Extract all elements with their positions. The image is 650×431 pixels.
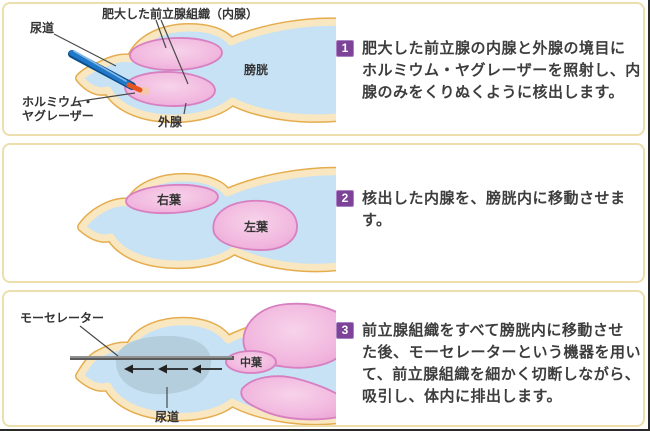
step-text-line: す。	[362, 212, 392, 229]
label-laser-line1: ホルミウム・	[22, 95, 94, 109]
step-3-panel: モーセレーター 中葉 尿道 3 前立腺組織をすべて膀胱内に移動させ た後、モーセ…	[2, 290, 645, 427]
label-bladder: 膀胱	[243, 62, 268, 77]
label-laser-line2: ヤグレーザー	[22, 108, 94, 123]
step-2-illustration: 右葉 左葉	[4, 145, 336, 281]
step-2-panel: 右葉 左葉 2 核出した内腺を、膀胱内に移動させま す。	[2, 143, 645, 283]
leader-lines	[79, 325, 168, 408]
label-hypertrophied-tissue: 肥大した前立腺組織（内腺）	[102, 6, 258, 21]
step-text-line: て、前立腺組織を細かく切断しながら、	[362, 366, 641, 383]
step-3-illustration: モーセレーター 中葉 尿道	[4, 292, 336, 425]
label-left-lobe: 左葉	[243, 219, 269, 234]
inner-gland-lobes	[124, 37, 223, 107]
inner-gland-upper-lobe	[129, 37, 223, 71]
prostate-capsule-and-bladder	[77, 166, 336, 273]
step-1-description: 肥大した前立腺の内腺と外腺の境目に ホルミウム・ヤグレーザーを照射し、内 腺のみ…	[362, 38, 641, 134]
right-lobe-shape	[125, 183, 219, 215]
enucleated-lobes-diagram: 右葉 左葉	[77, 166, 336, 273]
step-2-text-block: 2 核出した内腺を、膀胱内に移動させま す。	[336, 145, 643, 281]
step-1-illustration: 肥大した前立腺組織（内腺） 尿道 膀胱 ホルミウム・ ヤグレーザー 外腺	[4, 4, 336, 134]
inner-gland-lower-lobe	[124, 71, 216, 107]
step-text-line: 腺のみをくりぬくように核出します。	[362, 84, 625, 101]
left-lobe-shape	[212, 199, 298, 251]
step-text-line: 肥大した前立腺の内腺と外腺の境目に	[362, 40, 626, 57]
step-3-text-block: 3 前立腺組織をすべて膀胱内に移動させ た後、モーセレーターという機器を用い て…	[336, 292, 643, 425]
label-middle-lobe: 中葉	[240, 355, 263, 369]
step-1-panel: 肥大した前立腺組織（内腺） 尿道 膀胱 ホルミウム・ ヤグレーザー 外腺 1 肥…	[2, 2, 645, 136]
tissue-in-bladder	[225, 302, 336, 421]
prostate-capsule-and-bladder	[75, 17, 336, 124]
prostate-laser-diagram: 肥大した前立腺組織（内腺） 尿道 膀胱 ホルミウム・ ヤグレーザー 外腺	[22, 6, 336, 129]
step-1-number-badge: 1	[336, 40, 354, 57]
step-text-line: 吸引し、体内に排出します。	[362, 388, 563, 405]
step-3-number-badge: 3	[336, 322, 354, 339]
step-1-text-block: 1 肥大した前立腺の内腺と外腺の境目に ホルミウム・ヤグレーザーを照射し、内 腺…	[336, 4, 643, 134]
leader-lines	[53, 19, 189, 115]
step-2-number-badge: 2	[336, 190, 354, 207]
laser-tip	[126, 82, 143, 93]
label-right-lobe: 右葉	[156, 192, 182, 207]
label-outer-gland: 外腺	[158, 114, 183, 129]
label-urethra: 尿道	[30, 20, 54, 35]
label-urethra: 尿道	[155, 409, 179, 424]
step-text-line: た後、モーセレーターという機器を用い	[362, 344, 642, 361]
morcellation-diagram: モーセレーター 中葉 尿道	[20, 302, 336, 425]
step-2-description: 核出した内腺を、膀胱内に移動させま す。	[362, 188, 626, 281]
step-text-line: 核出した内腺を、膀胱内に移動させま	[362, 190, 626, 207]
urethra-cavity-shape	[116, 335, 212, 395]
middle-lobe-shape	[225, 350, 277, 374]
morcellator-rod	[70, 356, 234, 360]
label-morcellator: モーセレーター	[20, 311, 104, 325]
holmium-laser-scope	[68, 50, 150, 95]
tissue-lower-blob	[240, 375, 336, 421]
step-text-line: 前立腺組織をすべて膀胱内に移動させ	[362, 322, 624, 339]
step-3-description: 前立腺組織をすべて膀胱内に移動させ た後、モーセレーターという機器を用い て、前…	[362, 320, 641, 425]
suction-direction-arrows	[124, 364, 222, 374]
step-text-line: ホルミウム・ヤグレーザーを照射し、内	[362, 62, 641, 79]
